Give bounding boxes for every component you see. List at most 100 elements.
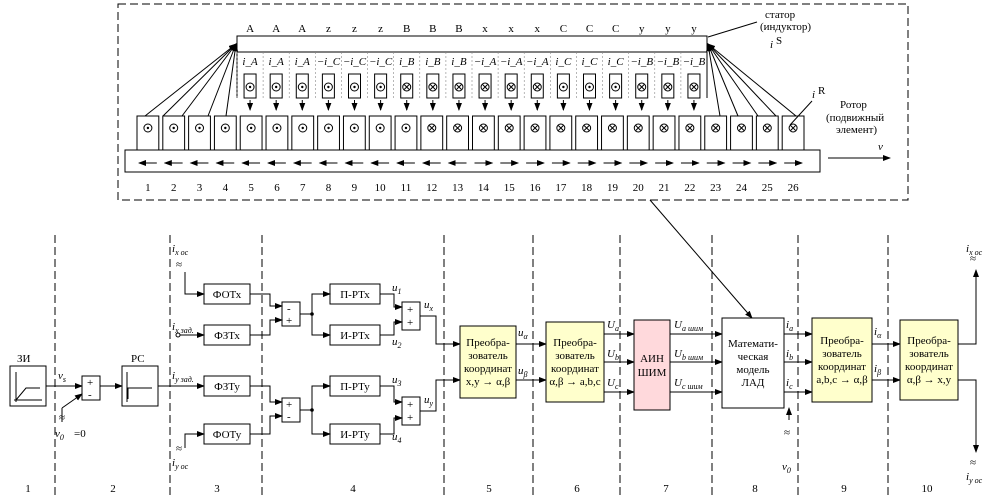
ir-sup: R <box>818 85 826 97</box>
slot-current-label: i_C <box>582 56 599 68</box>
section-number: 3 <box>214 483 220 495</box>
conv9-block-line: координат <box>818 361 866 373</box>
coil-dot <box>327 85 330 89</box>
rotor-tooth <box>317 115 340 151</box>
slot-number: 23 <box>710 182 722 194</box>
phase-letter: C <box>560 23 567 35</box>
rotor-cross <box>738 125 745 131</box>
wire-prty-sum <box>380 385 403 405</box>
coil-dot <box>248 85 252 89</box>
stator-label: статор <box>765 9 796 21</box>
wire-node-irtx <box>311 314 331 338</box>
phase-letter: B <box>403 23 410 35</box>
sum-ux-plus2: + <box>407 317 413 329</box>
slot-current-label: −i_A <box>526 56 549 68</box>
irty-block-label: И-РТу <box>340 429 370 441</box>
rotor-tooth <box>342 115 366 151</box>
is-label: i <box>770 39 773 51</box>
ubeta-label: uβ <box>518 365 528 379</box>
wire-iyos-out <box>958 379 979 453</box>
rotor-tooth <box>497 115 521 151</box>
stator-pointer <box>707 21 758 38</box>
rotor-tooth <box>446 115 470 151</box>
rotor-cross <box>661 125 667 131</box>
slot-current-label: −i_B <box>656 56 679 68</box>
sum-uy-plus1: + <box>407 399 413 411</box>
conv6-block <box>545 321 605 403</box>
conv10-block-line: Преобра- <box>907 335 951 347</box>
phase-letter: z <box>352 23 357 35</box>
rotor-tooth <box>188 115 211 151</box>
Uash-label: Ua шим <box>674 319 703 333</box>
rotor-label: Ротор <box>840 99 867 111</box>
Ubsh-label: Ub шим <box>674 348 703 362</box>
slot-number: 4 <box>223 182 229 194</box>
rotor-tooth <box>652 115 676 151</box>
rotor-label-2: (подвижный <box>826 112 884 124</box>
rotor-cross <box>609 125 616 131</box>
phase-letter: x <box>535 23 541 35</box>
iyos-out-label: iy ос <box>966 471 983 485</box>
Ub-label: Ub <box>607 348 619 362</box>
slot-number: 19 <box>607 182 619 194</box>
wire-node-prtx <box>311 291 331 314</box>
slot-number: 26 <box>788 182 800 194</box>
slot-current-label: −i_B <box>683 56 706 68</box>
model-link-line <box>649 199 753 319</box>
rotor-dot <box>249 126 253 130</box>
u4-label: u4 <box>392 431 402 445</box>
sum-y-minus: - <box>287 411 291 423</box>
ixos-label: ix ос <box>172 243 189 257</box>
slot-current-label: −i_C <box>343 56 367 68</box>
zi-ramp <box>15 387 40 401</box>
rotor-cross <box>764 125 771 131</box>
slot-number: 16 <box>530 182 542 194</box>
rotor-cross <box>532 125 538 131</box>
slot-number: 18 <box>581 182 593 194</box>
Ucsh-label: Uc шим <box>674 377 703 391</box>
slot-number: 14 <box>478 182 490 194</box>
Uc-label: Uc <box>607 377 619 391</box>
rotor-cross <box>506 125 513 131</box>
slot-current-label: −i_A <box>500 56 523 68</box>
phase-letter: y <box>691 23 697 35</box>
sum-block-2 <box>81 375 101 401</box>
rotor-dot <box>327 126 330 130</box>
u1-label: u1 <box>392 282 402 296</box>
slot-number: 9 <box>352 182 358 194</box>
slot-number: 15 <box>504 182 516 194</box>
slot-number: 8 <box>326 182 332 194</box>
Ua-label: Ua <box>607 319 619 333</box>
rotor-dot <box>301 126 304 130</box>
ic-label: ic <box>786 377 793 391</box>
rs-label: РС <box>131 353 145 365</box>
phase-letter: x <box>508 23 514 35</box>
v0-eq: =0 <box>74 428 86 440</box>
coil-cross <box>403 84 410 90</box>
fztx-block-label: ФЗТх <box>214 330 240 342</box>
coil-cross <box>508 84 515 90</box>
fan-line-right <box>707 43 759 117</box>
wire-node-irty <box>311 410 331 437</box>
prty-block-label: П-РТу <box>340 381 370 393</box>
phase-letter: y <box>665 23 671 35</box>
ia-label: ia <box>786 319 793 333</box>
sum-uy-plus2: + <box>407 412 413 424</box>
v0-label: v0 <box>55 428 64 442</box>
rotor-dot <box>224 126 227 130</box>
phase-letter: B <box>455 23 462 35</box>
rotor-dot <box>378 126 382 130</box>
wire-node-prty <box>311 383 331 410</box>
slot-current-label: i_C <box>608 56 625 68</box>
model-block-line: модель <box>736 364 769 376</box>
iyzad-label: iy зад. <box>172 370 194 384</box>
rotor-tooth <box>755 115 779 151</box>
sum-ux-plus1: + <box>407 304 413 316</box>
v0b-label: v0 <box>782 461 791 475</box>
rotor-body <box>124 149 821 173</box>
wire-ixos-out <box>958 269 979 345</box>
rotor-tooth <box>239 115 263 151</box>
coil-cross <box>534 84 541 90</box>
